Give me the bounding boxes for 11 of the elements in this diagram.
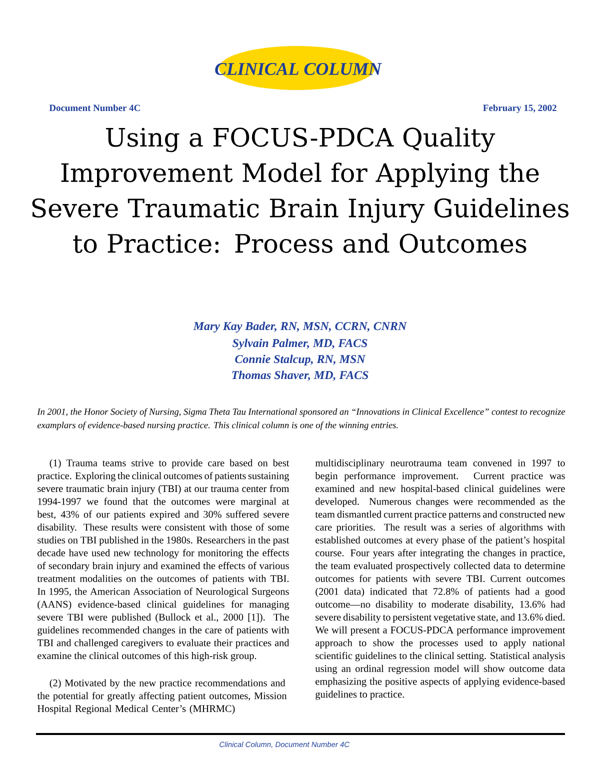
- date: February 15, 2002: [483, 104, 556, 114]
- body-paragraph: multidisciplinary neurotrauma team convened in 1997 to begin performance improvement. Current practice was examined and new hospital-based clinical guidelines were developed. Numerous changes were recommended as the team dismantled current practice patterns and constructed new care priorities. The result was a series of algorithms with established outcomes at every phase of the patient’s hospital course. Four years after integrating the changes in practice, the team evaluated prospectively collected data to determine outcomes for patients with severe TBI. Current outcomes (2001 data) indicated that 72.8% of patients had a good outcome—no disability to moderate disability, 13.6% had severe disability to persistent vegetative state, and 13.6% died. We will present a FOCUS-PDCA performance improvement approach to show the processes used to apply national scientific guidelines to the clinical setting. Statistical analysis using an ordinal regression model will show outcome data emphasizing the positive aspects of applying evidence-based guidelines to practice.: [315, 459, 566, 700]
- body-paragraph: (1) Trauma teams strive to provide care based on best practice. Exploring the clinical outcomes of patients sustaining severe traumatic brain injury (TBI) at our trauma center from 1994-1997 we found that the outcomes were marginal at best, 43% of our patients expired and 30% suffered severe disability. These results were consistent with those of some studies on TBI published in the 1980s. Researchers in the past decade have used new technology for monitoring the effects of secondary brain injury and examined the effects of various treatment modalities on the outcomes of patients with TBI. In 1995, the American Association of Neurological Surgeons (AANS) evidence-based clinical guidelines for managing severe TBI were published (Bullock et al., 2000 [1]). The guidelines recommended changes in the care of patients with TBI and challenged caregivers to evaluate their practices and examine the clinical outcomes of this high-risk group.: [37, 459, 290, 662]
- title: Using a FOCUS-PDCA Quality Improvement Model for Applying the Severe Traumatic Brain Injury Guidelines to Practice: Process and Outcomes: [32, 127, 568, 253]
- body-paragraph: (2) Motivated by the new practice recommendations and the potential for greatly affecting patient outcomes, Mission Hospital Regional Medical Center’s (MHRMC): [37, 679, 287, 714]
- author-name: Thomas Shaver, MD, FACS: [232, 370, 368, 381]
- author-name: Sylvain Palmer, MD, FACS: [232, 338, 368, 350]
- document-number: Document Number 4C: [49, 104, 140, 112]
- author-name: Mary Kay Bader, RN, MSN, CCRN, CNRN: [193, 322, 407, 333]
- intro-paragraph: In 2001, the Honor Society of Nursing, Sigma Theta Tau International sponsored an “Innovations in Clinical Excellence” contest to recognize examplars of evidence-based nursing practice. This clinical column is one of the winning entries.: [37, 408, 566, 430]
- author-name: Connie Stalcup, RN, MSN: [235, 354, 366, 366]
